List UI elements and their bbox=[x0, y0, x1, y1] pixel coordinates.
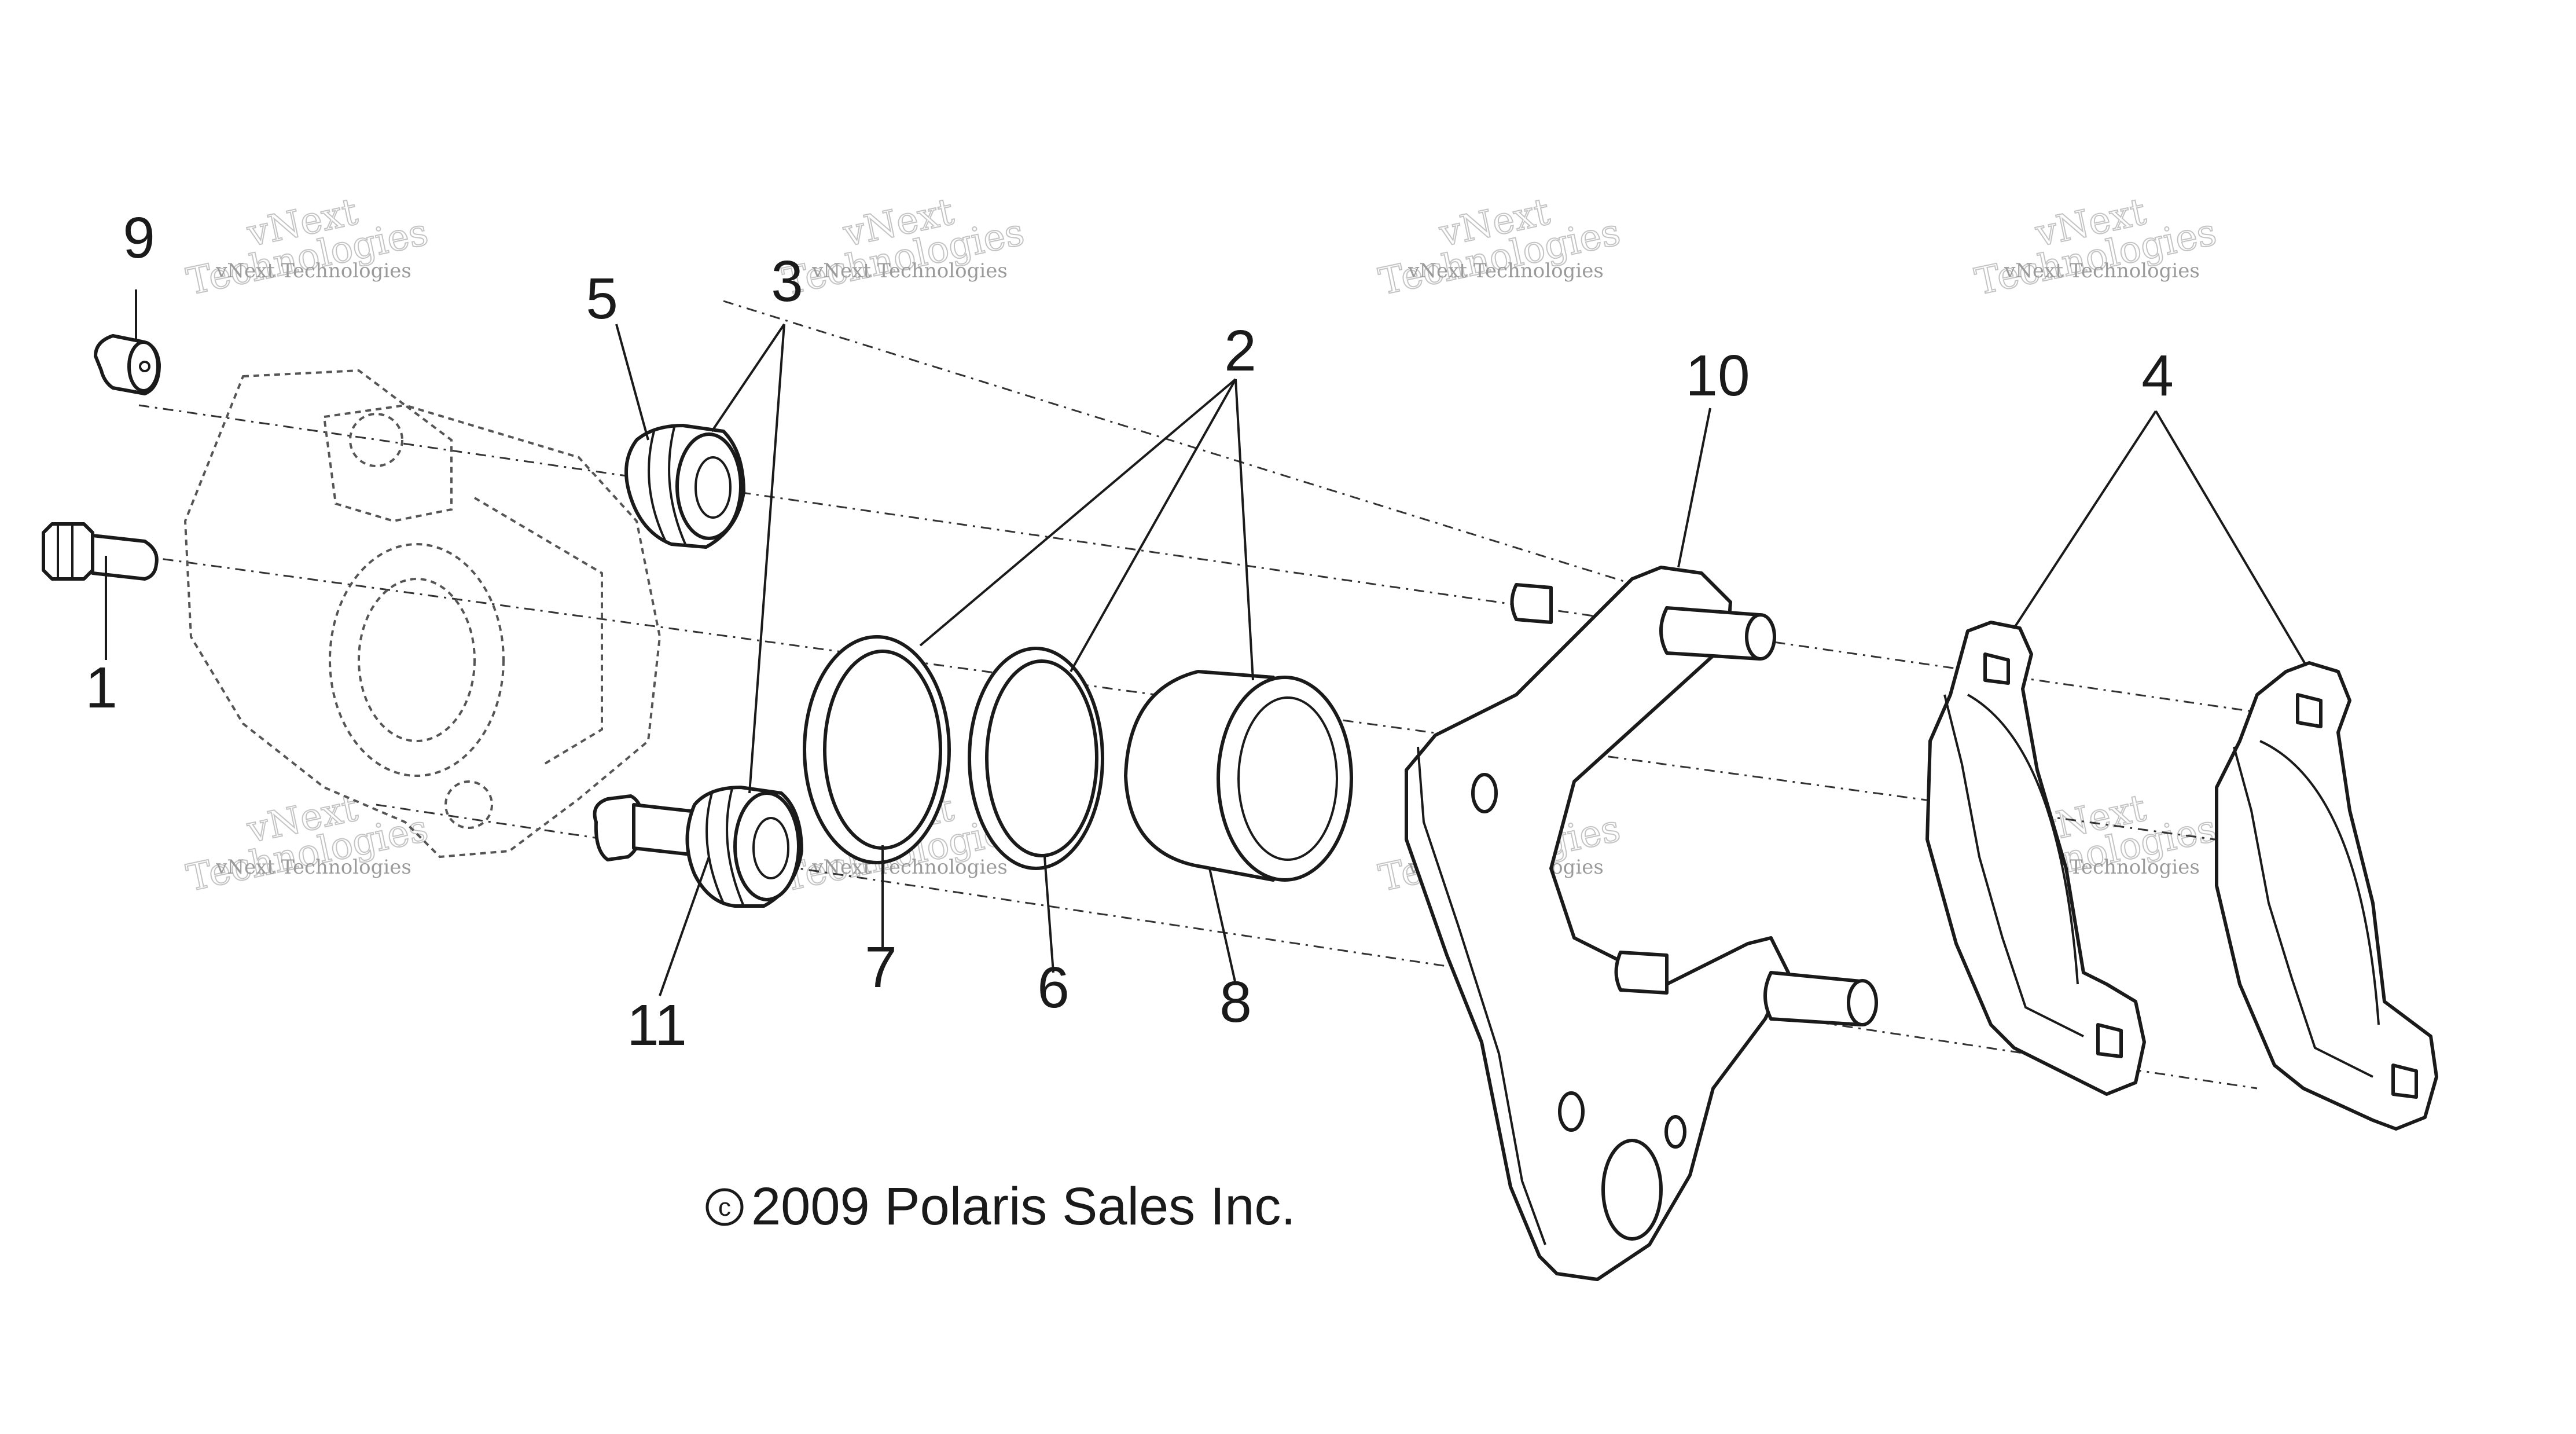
part-4-brake-pad-inner bbox=[1925, 621, 2146, 1096]
bracket-hole bbox=[1558, 1091, 1585, 1132]
caliper-piston-bore bbox=[329, 543, 505, 777]
watermark-text: vNext Technologies bbox=[811, 856, 1008, 879]
watermark: Technologies vNext vNext Technologies bbox=[182, 190, 432, 305]
callout-labels: 9 5 3 2 10 4 1 7 6 8 11 bbox=[85, 206, 2174, 1058]
callout-5: 5 bbox=[586, 266, 618, 331]
pad-inner-mount-hole bbox=[2096, 1023, 2123, 1058]
bracket-pin-lower-back bbox=[1614, 951, 1669, 995]
part-1-bleeder-screw bbox=[42, 522, 159, 581]
pad-inner-friction-face bbox=[1967, 694, 2079, 985]
bracket-hole bbox=[1471, 773, 1498, 813]
pad-outer-mount-hole bbox=[2296, 693, 2323, 728]
caliper-outline bbox=[183, 369, 662, 859]
piston-seal-inner bbox=[985, 659, 1098, 857]
callout-9: 9 bbox=[123, 206, 155, 270]
piston-face bbox=[1217, 676, 1353, 882]
part-8-piston bbox=[1124, 670, 1353, 882]
bracket-pin-lower bbox=[1763, 971, 1862, 1026]
bleeder-cap-hole bbox=[139, 361, 150, 372]
bracket-edge bbox=[1417, 746, 1546, 1245]
part-6-piston-seal bbox=[968, 647, 1104, 870]
callout-11: 11 bbox=[627, 993, 687, 1058]
bracket-plate bbox=[1405, 566, 1790, 1281]
watermark: Technologies vNext vNext Technologies bbox=[182, 786, 432, 901]
bleeder-cap-face bbox=[127, 340, 160, 393]
part-5-upper-boot bbox=[624, 424, 745, 549]
upper-boot-face bbox=[675, 432, 743, 540]
copyright-symbol: c bbox=[718, 1193, 731, 1222]
bracket-pin-upper-end bbox=[1745, 613, 1776, 661]
caliper-upper-bore bbox=[349, 413, 403, 467]
bleeder-screw-shank bbox=[91, 534, 159, 581]
part-3-lower-boot bbox=[685, 786, 803, 908]
caliper-bleeder-boss bbox=[322, 404, 453, 523]
lower-boot-hole bbox=[752, 817, 789, 879]
leader-11 bbox=[659, 856, 710, 996]
copyright-notice: c 2009 Polaris Sales Inc. bbox=[705, 1177, 1296, 1236]
leader-6 bbox=[1043, 856, 1054, 973]
callout-4: 4 bbox=[2141, 343, 2174, 408]
leader-8 bbox=[1208, 868, 1237, 985]
bracket-large-hole bbox=[1601, 1139, 1663, 1241]
callout-2: 2 bbox=[1224, 318, 1256, 383]
caliper-housing bbox=[183, 369, 662, 859]
upper-boot-ridge bbox=[668, 427, 687, 546]
callout-10: 10 bbox=[1685, 343, 1750, 408]
leader-2 bbox=[919, 378, 1254, 681]
pad-inner-mount-hole bbox=[1983, 652, 2010, 685]
leader-3 bbox=[711, 323, 785, 794]
bleeder-screw-flats bbox=[57, 524, 74, 579]
bracket-pin-lower-end bbox=[1847, 979, 1878, 1026]
callout-6: 6 bbox=[1037, 955, 1070, 1020]
centerline-middle bbox=[138, 555, 2258, 846]
pad-outer-mount-hole bbox=[2391, 1063, 2418, 1099]
pad-outer-friction-face bbox=[2259, 740, 2380, 1025]
watermark-text: vNext Technologies bbox=[215, 259, 411, 283]
watermark-text: vNext Technologies bbox=[2004, 259, 2200, 283]
bracket-pin-upper-back bbox=[1510, 583, 1553, 624]
leader-lines bbox=[105, 289, 2307, 996]
watermark-text: vNext Technologies bbox=[1408, 259, 1604, 283]
copyright-circle bbox=[705, 1188, 744, 1226]
watermark-text: vNext Technologies bbox=[215, 856, 411, 879]
caliper-piston-bore-inner bbox=[358, 578, 476, 742]
watermark: Technologies vNext vNext Technologies bbox=[1971, 190, 2221, 305]
upper-boot-ridge bbox=[648, 431, 667, 542]
dust-seal-inner bbox=[823, 650, 942, 850]
bracket-pin-upper bbox=[1659, 606, 1761, 661]
lower-boot-ridge bbox=[705, 793, 725, 904]
lower-boot-ridge bbox=[726, 788, 745, 907]
leader-4 bbox=[2013, 410, 2307, 667]
caliper-lower-bore bbox=[444, 780, 493, 829]
part-9-bleeder-cap bbox=[94, 334, 161, 395]
part-4-brake-pad-outer bbox=[2215, 661, 2438, 1131]
watermark: Technologies vNext vNext Technologies bbox=[1375, 190, 1625, 305]
pad-outer-backing bbox=[2215, 661, 2438, 1131]
pad-inner-friction-edge bbox=[1943, 694, 2084, 1037]
callout-8: 8 bbox=[1219, 970, 1252, 1035]
leader-5 bbox=[615, 324, 649, 441]
centerline-upper bbox=[138, 404, 2258, 713]
callout-1: 1 bbox=[85, 655, 117, 720]
leader-10 bbox=[1677, 408, 1711, 568]
watermark: Technologies vNext vNext Technologies bbox=[778, 190, 1028, 305]
piston-cup bbox=[1237, 696, 1338, 861]
part-10-caliper-bracket bbox=[1405, 566, 1878, 1281]
bleeder-screw-hex bbox=[42, 522, 94, 581]
pad-outer-friction-edge bbox=[2233, 746, 2373, 1078]
bracket-hole bbox=[1664, 1115, 1686, 1149]
upper-boot-hole bbox=[694, 456, 732, 519]
watermark-text: vNext Technologies bbox=[811, 259, 1008, 283]
copyright-text: 2009 Polaris Sales Inc. bbox=[751, 1177, 1296, 1236]
pad-inner-backing bbox=[1925, 621, 2146, 1096]
lower-boot-face bbox=[733, 791, 800, 901]
part-7-dust-seal bbox=[803, 635, 951, 864]
callout-3: 3 bbox=[771, 249, 803, 314]
centerline-guide-pin bbox=[723, 300, 1766, 626]
callout-7: 7 bbox=[865, 935, 897, 1000]
caliper-web bbox=[473, 497, 603, 765]
